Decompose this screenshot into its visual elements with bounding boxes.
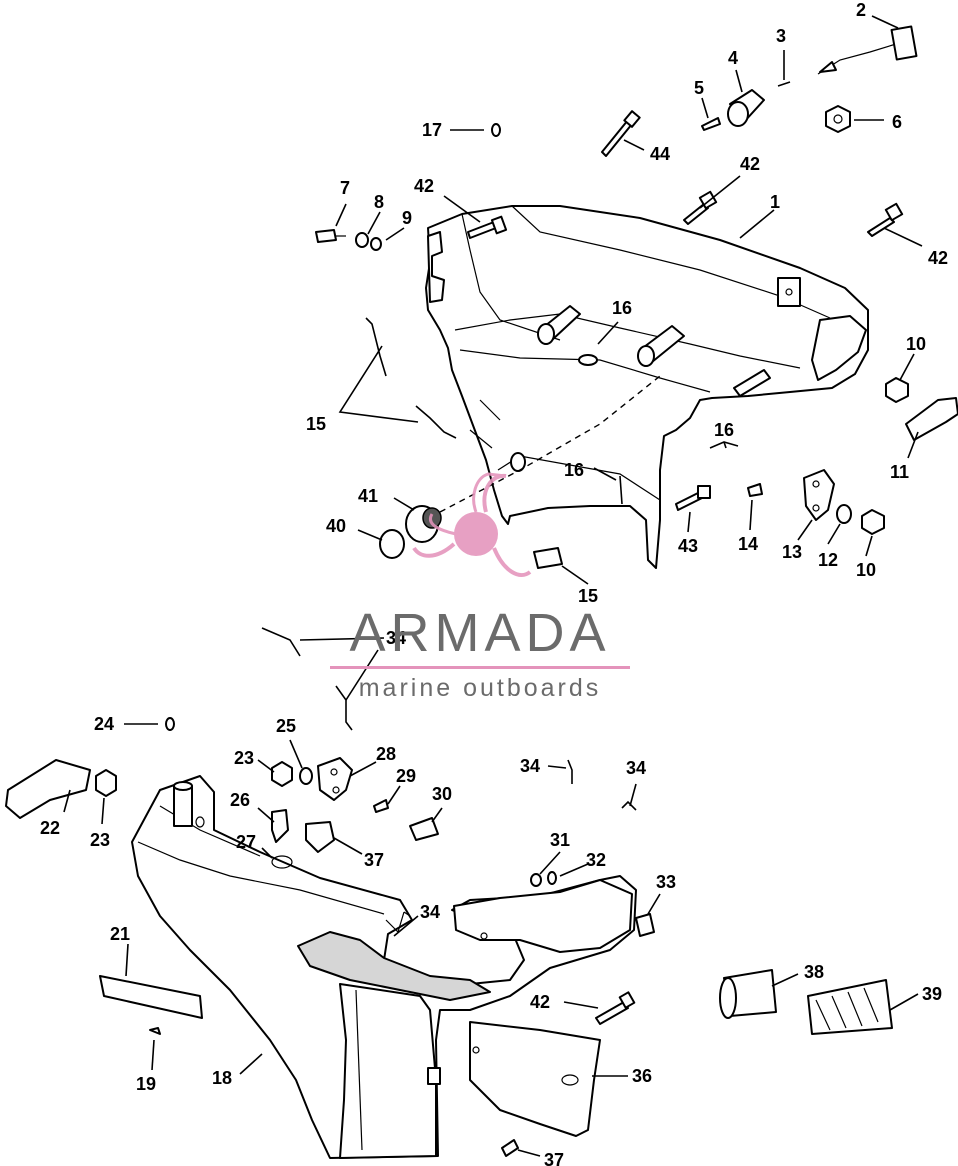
callout-3: 3 [776, 26, 786, 46]
callout-15: 15 [578, 586, 598, 606]
callout-11: 11 [890, 462, 909, 482]
callout-23b: 23 [90, 830, 110, 850]
callout-20: 19 [136, 1074, 156, 1094]
callout-34d: 34 [420, 902, 440, 922]
callout-43: 43 [678, 536, 698, 556]
callout-34b: 34 [520, 756, 540, 776]
callout-24: 24 [94, 714, 114, 734]
lower-housing [131, 775, 637, 1159]
callout-6: 6 [892, 112, 902, 132]
callout-10b: 10 [856, 560, 876, 580]
callout-40: 40 [326, 516, 346, 536]
callout-8: 8 [374, 192, 384, 212]
callout-33: 33 [656, 872, 676, 892]
callout-32: 32 [586, 850, 606, 870]
callout-42d: 42 [530, 992, 550, 1012]
callout-22: 22 [40, 818, 60, 838]
leader-lines [63, 15, 923, 1157]
armada-logo [412, 472, 532, 577]
callout-2: 2 [856, 0, 866, 20]
watermark-tagline: marine outboards [358, 674, 602, 702]
callout-14: 14 [738, 534, 758, 554]
callout-28: 28 [376, 744, 396, 764]
callout-42c: 42 [928, 248, 948, 268]
callout-41: 41 [358, 486, 378, 506]
callout-10a: 10 [906, 334, 926, 354]
callout-21: 21 [110, 924, 130, 944]
callout-12: 12 [818, 550, 838, 570]
callout-34c: 34 [626, 758, 646, 778]
callout-17: 16 [612, 298, 632, 318]
callout-5: 5 [694, 78, 704, 98]
callout-27: 27 [236, 832, 256, 852]
callout-13: 13 [782, 542, 802, 562]
callout-35: 36 [632, 1066, 652, 1086]
callout-7: 7 [340, 178, 350, 198]
callout-16a: 15 [306, 414, 326, 434]
callout-23a: 23 [234, 748, 254, 768]
callout-18: 17 [422, 120, 442, 140]
callout-1: 1 [770, 192, 780, 212]
small-parts [5, 25, 958, 1157]
callout-26: 26 [230, 790, 250, 810]
callout-39: 39 [922, 984, 942, 1004]
callout-38: 38 [804, 962, 824, 982]
callout-42b: 42 [414, 176, 434, 196]
callout-37: 37 [544, 1150, 564, 1166]
callout-16b: 16 [714, 420, 734, 440]
callout-30: 30 [432, 784, 452, 804]
callout-31: 31 [550, 830, 570, 850]
callout-25: 25 [276, 716, 296, 736]
watermark-brand: ARMADA [349, 603, 611, 663]
callout-29: 29 [396, 766, 416, 786]
watermark-divider [330, 666, 630, 669]
callout-34a: 34 [386, 628, 406, 648]
callout-labels: 2 3 4 5 6 44 17 42 1 42 42 7 8 9 16 15 1… [40, 0, 948, 1166]
callout-19: 18 [212, 1068, 232, 1088]
callout-16c: 16 [564, 460, 584, 480]
callout-9: 9 [402, 208, 412, 228]
callout-44: 44 [650, 144, 670, 164]
callout-42a: 42 [740, 154, 760, 174]
callout-36: 37 [364, 850, 384, 870]
callout-4: 4 [728, 48, 738, 68]
